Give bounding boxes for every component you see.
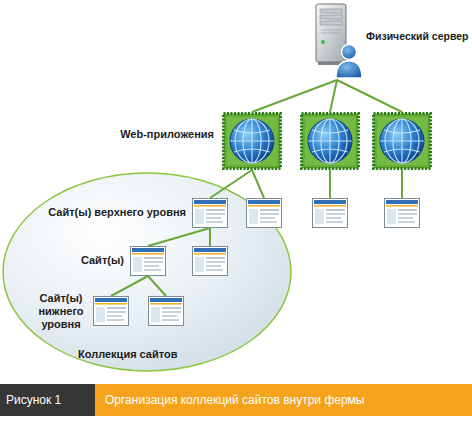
server-node: Физический сервер: [312, 2, 362, 80]
connector-line: [148, 228, 210, 246]
site-icon: [93, 296, 129, 326]
node-label: Коллекция сайтов: [78, 348, 177, 361]
site-icon: [313, 199, 348, 228]
web-app-node: Web-приложения: [222, 112, 282, 170]
site-icon: [193, 199, 228, 228]
connector-line: [252, 170, 264, 198]
collection-ellipse: [3, 173, 291, 371]
server-icon: [316, 4, 362, 78]
connector-line: [210, 170, 252, 198]
web-app-globe: [374, 114, 431, 169]
web-app-globe: [224, 114, 281, 169]
site-icon: [149, 297, 184, 326]
site-icon: [130, 246, 166, 276]
site-collection-band: Коллекция сайтовСайт(ы) верхнего уровняС…: [2, 172, 292, 372]
node-label: Сайт(ы) нижнего уровня: [32, 292, 90, 331]
site-node: Сайт(ы) нижнего уровня: [93, 296, 129, 326]
site-icon: [247, 199, 282, 228]
connector-line: [401, 170, 403, 198]
site-icon: [193, 247, 228, 276]
site-icon: [192, 198, 228, 228]
connector-line: [330, 80, 337, 112]
connector-line: [209, 228, 211, 246]
figure-caption: Организация коллекций сайтов внутри ферм…: [95, 384, 472, 416]
node-label: Web-приложения: [120, 128, 214, 141]
connector-line: [111, 276, 148, 296]
node-label: Сайт(ы): [81, 254, 124, 267]
web-app-globe: [222, 112, 282, 170]
site-node: Сайт(ы) верхнего уровня: [192, 198, 228, 228]
connector-line: [337, 80, 402, 112]
site-icon: [131, 247, 166, 276]
site-node: Сайт(ы): [130, 246, 166, 276]
connector-line: [148, 276, 166, 296]
node-label: Физический сервер: [366, 30, 468, 43]
site-icon: [385, 199, 420, 228]
node-label: Сайт(ы) верхнего уровня: [48, 206, 186, 219]
connector-line: [252, 80, 337, 112]
figure-number: Рисунок 1: [0, 384, 95, 416]
site-icon: [94, 297, 129, 326]
server-icon: [312, 2, 362, 80]
connector-line: [329, 170, 331, 198]
web-app-globe: [302, 114, 359, 169]
